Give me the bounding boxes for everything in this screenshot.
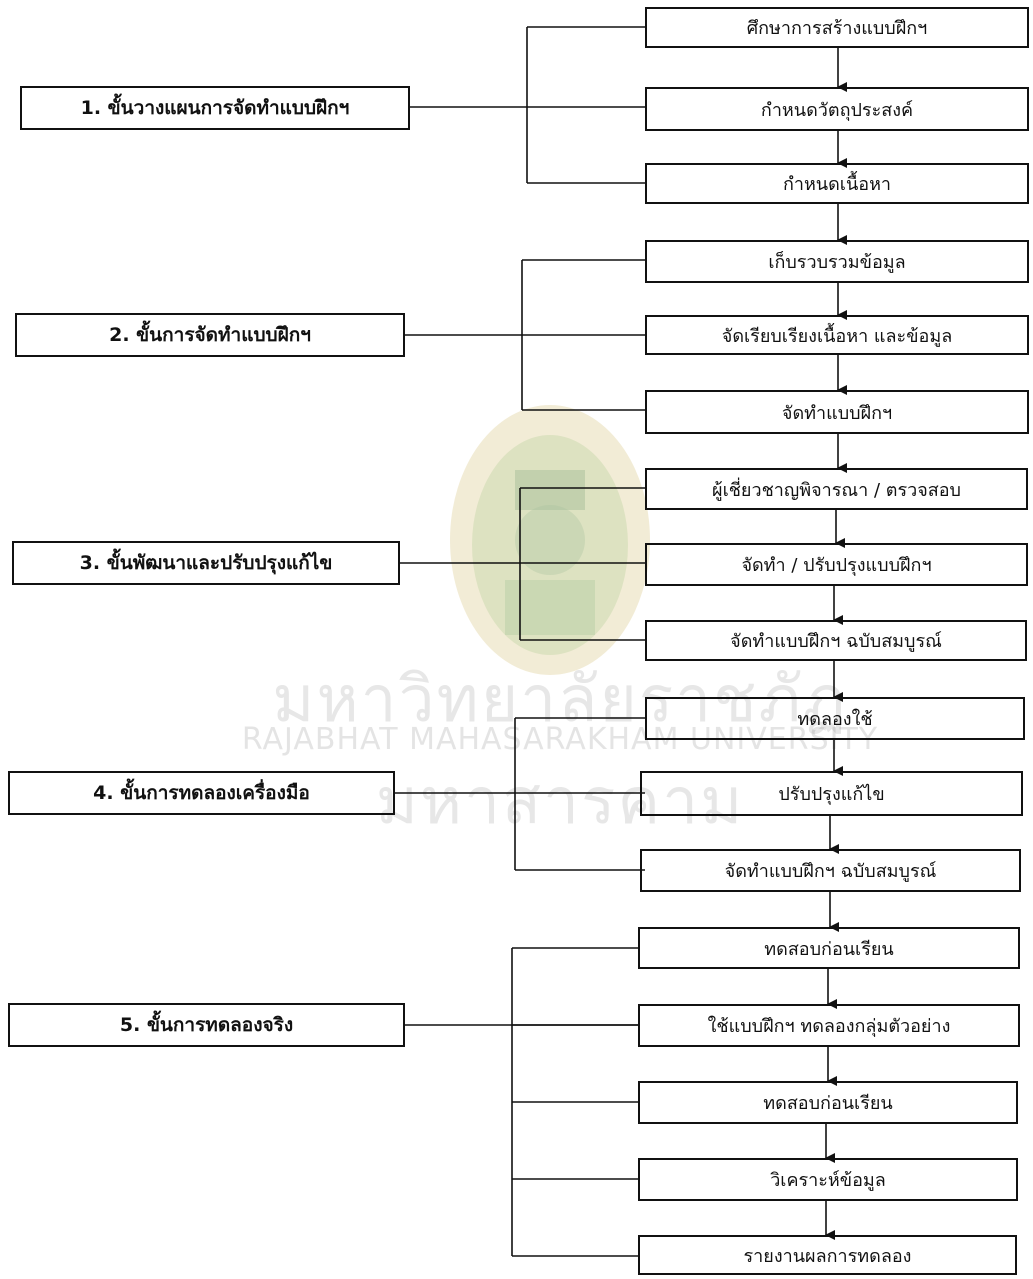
step-label: ศึกษาการสร้างแบบฝึกฯ bbox=[746, 18, 928, 39]
stage-1-planning: 1. ขั้นวางแผนการจัดทำแบบฝึกฯ bbox=[20, 86, 410, 130]
step-box: ปรับปรุงแก้ไข bbox=[640, 771, 1023, 816]
stage-label: 4. ขั้นการทดลองเครื่องมือ bbox=[93, 782, 310, 804]
stage-4-tool-trial: 4. ขั้นการทดลองเครื่องมือ bbox=[8, 771, 395, 815]
stage-5-real-trial: 5. ขั้นการทดลองจริง bbox=[8, 1003, 405, 1047]
step-box: จัดทำแบบฝึกฯ bbox=[645, 390, 1029, 434]
step-box: จัดทำแบบฝึกฯ ฉบับสมบูรณ์ bbox=[645, 620, 1027, 661]
stage-label: 1. ขั้นวางแผนการจัดทำแบบฝึกฯ bbox=[80, 97, 350, 119]
step-label: กำหนดวัตถุประสงค์ bbox=[760, 99, 914, 121]
stage-label: 5. ขั้นการทดลองจริง bbox=[119, 1014, 294, 1036]
step-label: ทดสอบก่อนเรียน bbox=[763, 1093, 893, 1114]
step-label: กำหนดเนื้อหา bbox=[782, 174, 892, 195]
step-box: กำหนดวัตถุประสงค์ bbox=[645, 87, 1029, 131]
step-box: เก็บรวบรวมข้อมูล bbox=[645, 240, 1029, 283]
stage-2-creation: 2. ขั้นการจัดทำแบบฝึกฯ bbox=[15, 313, 405, 357]
step-box: กำหนดเนื้อหา bbox=[645, 163, 1029, 204]
step-label: จัดทำแบบฝึกฯ ฉบับสมบูรณ์ bbox=[724, 861, 937, 882]
step-box: จัดทำแบบฝึกฯ ฉบับสมบูรณ์ bbox=[640, 849, 1021, 892]
step-box: วิเคราะห์ข้อมูล bbox=[638, 1158, 1018, 1201]
step-box: จัดทำ / ปรับปรุงแบบฝึกฯ bbox=[645, 543, 1028, 586]
stage-label: 2. ขั้นการจัดทำแบบฝึกฯ bbox=[109, 324, 311, 346]
step-label: วิเคราะห์ข้อมูล bbox=[770, 1170, 886, 1191]
step-box: ผู้เชี่ยวชาญพิจารณา / ตรวจสอบ bbox=[645, 468, 1028, 510]
step-box: ใช้แบบฝึกฯ ทดลองกลุ่มตัวอย่าง bbox=[638, 1004, 1020, 1047]
step-label: เก็บรวบรวมข้อมูล bbox=[768, 252, 906, 273]
step-box: ทดสอบก่อนเรียน bbox=[638, 927, 1020, 969]
step-label: จัดทำแบบฝึกฯ ฉบับสมบูรณ์ bbox=[730, 631, 942, 652]
step-label: จัดเรียบเรียงเนื้อหา และข้อมูล bbox=[721, 325, 953, 347]
step-label: ทดสอบก่อนเรียน bbox=[764, 938, 894, 960]
step-box: ทดสอบก่อนเรียน bbox=[638, 1081, 1018, 1124]
step-box: ศึกษาการสร้างแบบฝึกฯ bbox=[645, 7, 1029, 48]
step-label: จัดทำแบบฝึกฯ bbox=[781, 402, 893, 424]
step-label: ผู้เชี่ยวชาญพิจารณา / ตรวจสอบ bbox=[712, 479, 961, 501]
step-label: ทดลองใช้ bbox=[797, 709, 873, 730]
step-box: ทดลองใช้ bbox=[645, 697, 1025, 740]
step-label: ใช้แบบฝึกฯ ทดลองกลุ่มตัวอย่าง bbox=[707, 1016, 951, 1037]
step-label: จัดทำ / ปรับปรุงแบบฝึกฯ bbox=[741, 555, 932, 576]
stage-label: 3. ขั้นพัฒนาและปรับปรุงแก้ไข bbox=[79, 552, 333, 574]
stage-3-development: 3. ขั้นพัฒนาและปรับปรุงแก้ไข bbox=[12, 541, 400, 585]
step-box: รายงานผลการทดลอง bbox=[638, 1235, 1017, 1275]
step-label: ปรับปรุงแก้ไข bbox=[778, 784, 885, 805]
step-box: จัดเรียบเรียงเนื้อหา และข้อมูล bbox=[645, 315, 1029, 355]
step-label: รายงานผลการทดลอง bbox=[743, 1245, 912, 1267]
